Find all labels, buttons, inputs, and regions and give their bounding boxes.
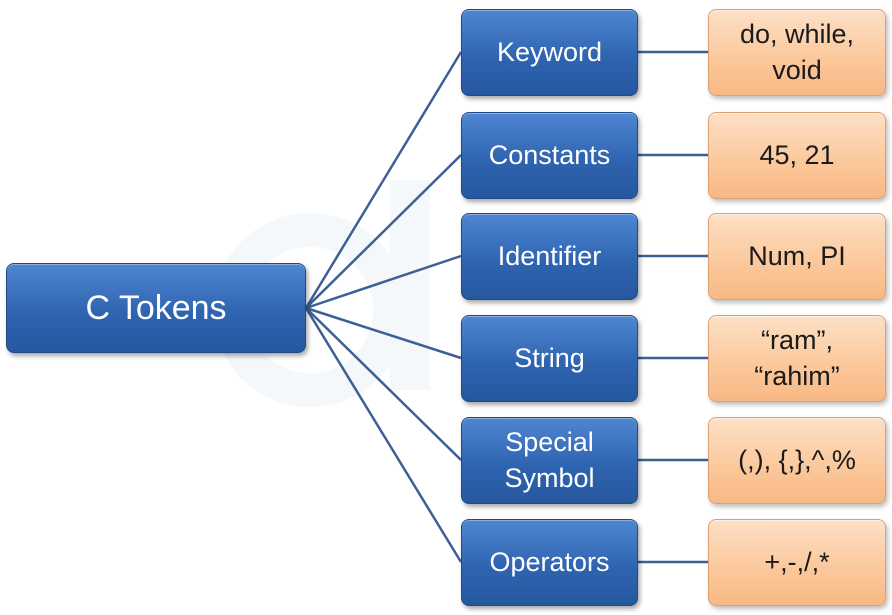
- root-node: C Tokens: [6, 263, 306, 353]
- category-label: Special Symbol: [504, 427, 595, 493]
- example-identifier: Num, PI: [708, 213, 886, 300]
- connector-root-special-symbol: [305, 307, 462, 461]
- category-keyword: Keyword: [461, 9, 638, 96]
- example-label: do, while, void: [739, 19, 855, 85]
- root-label: C Tokens: [85, 288, 227, 327]
- category-label: Operators: [489, 546, 610, 577]
- category-label: Constants: [488, 139, 611, 170]
- example-label: (,), {,},^,%: [738, 444, 856, 475]
- category-constants: Constants: [461, 112, 638, 199]
- connector-root-string: [305, 306, 462, 360]
- category-identifier: Identifier: [461, 213, 638, 300]
- example-label: +,-,/,*: [764, 546, 830, 577]
- example-string: “ram”, “rahim”: [708, 315, 886, 402]
- category-label: Keyword: [496, 36, 603, 67]
- example-constants: 45, 21: [708, 112, 886, 199]
- example-keyword: do, while, void: [708, 9, 886, 96]
- connector-root-constants: [305, 154, 462, 309]
- example-operators: +,-,/,*: [708, 519, 886, 606]
- category-label: String: [514, 342, 585, 373]
- connector-root-identifier: [305, 254, 462, 310]
- connector-root-operators: [304, 307, 463, 563]
- category-operators: Operators: [461, 519, 638, 606]
- category-label: Identifier: [497, 240, 602, 271]
- example-label: “ram”, “rahim”: [754, 325, 840, 391]
- example-special-symbol: (,), {,},^,%: [708, 417, 886, 504]
- category-special-symbol: Special Symbol: [461, 417, 638, 504]
- connector-root-keyword: [304, 51, 463, 309]
- category-string: String: [461, 315, 638, 402]
- example-label: Num, PI: [748, 240, 846, 271]
- example-label: 45, 21: [759, 139, 835, 170]
